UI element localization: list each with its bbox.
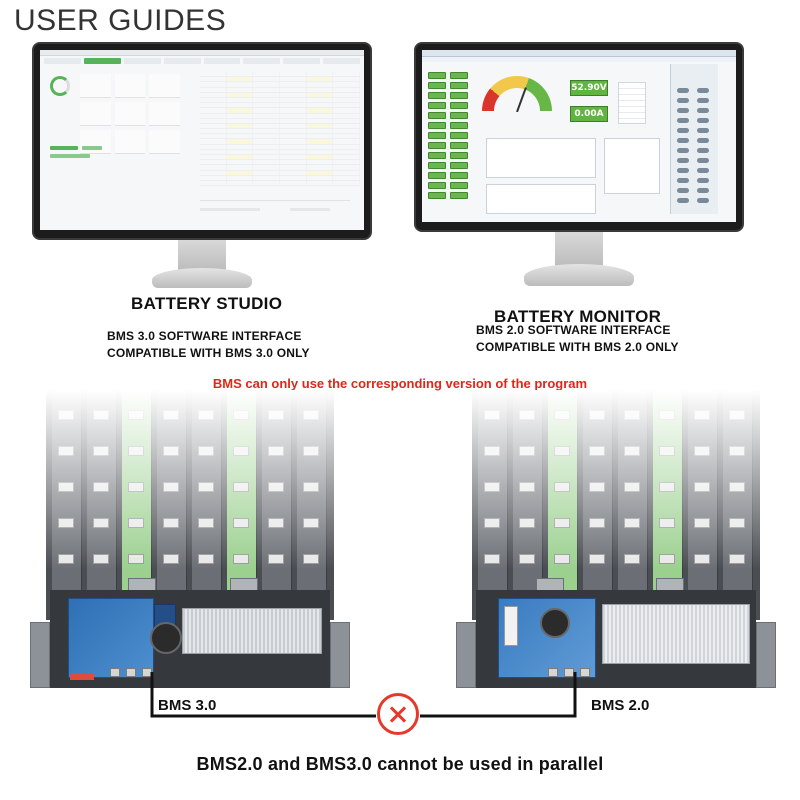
battery-studio-subtitle-2: COMPATIBLE WITH BMS 3.0 ONLY (107, 346, 310, 360)
battery-monitor-screen: 52.90V 0.00A (422, 50, 736, 222)
battery-monitor-monitor: 52.90V 0.00A (414, 42, 744, 292)
cell-voltage-table (200, 72, 361, 192)
bms3-board (68, 598, 154, 678)
current-readout: 0.00A (570, 106, 608, 122)
voltage-gauge-icon (482, 76, 552, 112)
battery-studio-monitor (32, 42, 372, 292)
bms3-heatsink (182, 608, 322, 654)
bms2-label: BMS 2.0 (591, 697, 650, 714)
page-title: USER GUIDES (14, 4, 227, 37)
battery-monitor-subtitle-1: BMS 2.0 SOFTWARE INTERFACE (476, 323, 671, 337)
bms2-battery-rack (456, 390, 776, 690)
battery-studio-subtitle-1: BMS 3.0 SOFTWARE INTERFACE (107, 329, 302, 343)
parallel-warning: BMS2.0 and BMS3.0 cannot be used in para… (196, 754, 604, 774)
cell-status-sidebar (670, 64, 718, 214)
battery-monitor-subtitle-2: COMPATIBLE WITH BMS 2.0 ONLY (476, 340, 679, 354)
bms3-label: BMS 3.0 (158, 697, 217, 714)
version-warning: BMS can only use the corresponding versi… (212, 376, 588, 391)
bms2-heatsink (602, 604, 750, 664)
bms3-battery-rack (30, 390, 350, 690)
prohibited-icon (377, 693, 419, 735)
battery-studio-title: BATTERY STUDIO (131, 294, 283, 313)
soc-gauge-icon (50, 76, 70, 96)
battery-studio-screen (40, 50, 364, 230)
battery-monitor-title: BATTERY MONITOR (494, 307, 662, 326)
voltage-readout: 52.90V (570, 80, 608, 96)
